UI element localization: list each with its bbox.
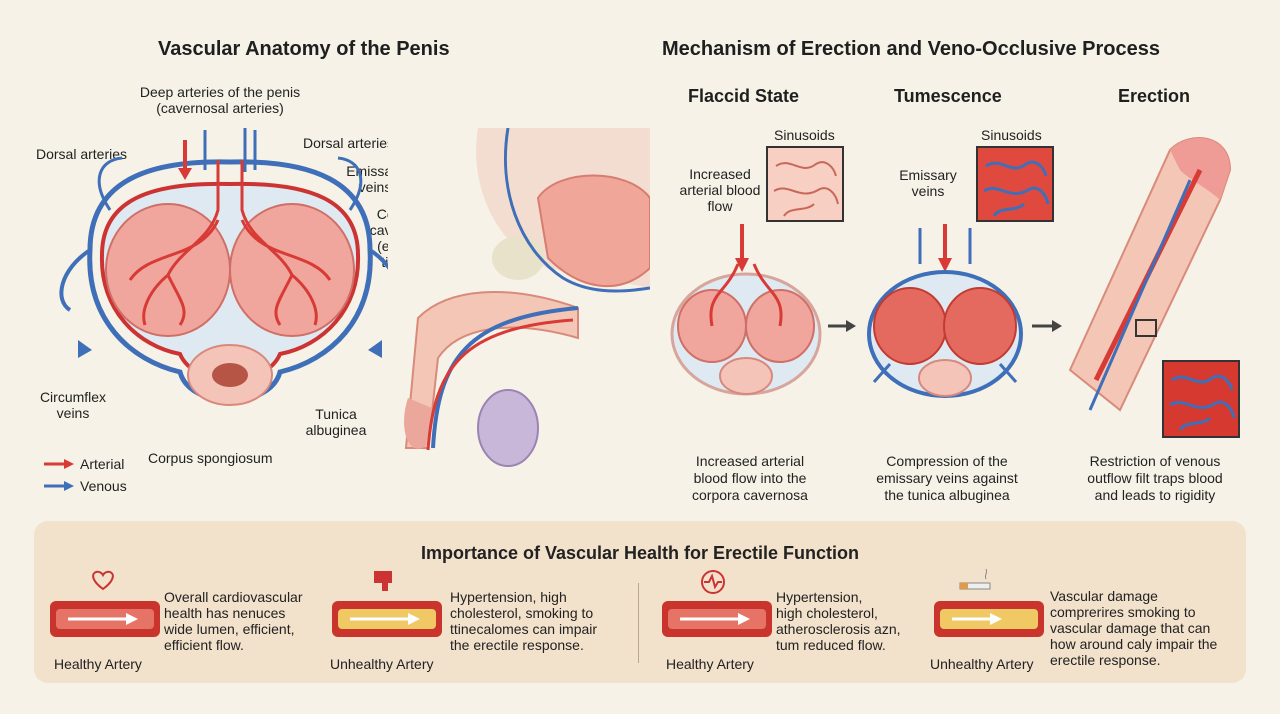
- item-1-label: Healthy Artery: [54, 656, 142, 672]
- outer-venous-ring: [87, 159, 373, 403]
- mechanism-title: Mechanism of Erection and Veno-Occlusive…: [662, 38, 1160, 60]
- anatomy-title: Vascular Anatomy of the Penis: [158, 38, 450, 60]
- bladder: [536, 174, 650, 288]
- penile-shaft: [404, 290, 579, 449]
- dorsal-vein: [431, 306, 579, 449]
- item-4-label: Unhealthy Artery: [930, 656, 1034, 672]
- urethra: [212, 363, 248, 387]
- stage-arrow-1: [828, 320, 856, 332]
- stage-arrow-2: [1032, 320, 1062, 332]
- prostate: [492, 236, 544, 280]
- item-2-text: Hypertension, high cholesterol, smoking …: [450, 589, 598, 653]
- erect-penis-diagram: [1068, 137, 1232, 412]
- stage-title-erection: Erection: [1118, 86, 1191, 106]
- sinusoids-inset-erection: [1162, 360, 1240, 438]
- dorsal-artery: [426, 318, 574, 451]
- cross-section-diagram: [59, 128, 401, 406]
- caption-erection: Restriction of venous outflow filt traps…: [1087, 453, 1223, 503]
- dorsal-arteries-left-label: Dorsal arteries: [36, 146, 128, 162]
- stage-title-tumescence: Tumescence: [894, 86, 1002, 106]
- caption-flaccid: Increased arterial blood flow into the c…: [692, 453, 808, 503]
- item-3-label: Healthy Artery: [666, 656, 754, 672]
- sinusoids-label-1: Sinusoids: [774, 127, 835, 143]
- tunica-albuginea-label: Tunica albuginea: [305, 406, 367, 438]
- tumescence-cross-section: [867, 224, 1023, 398]
- healthy-artery-icon-2: [662, 601, 772, 637]
- item-4-text: Vascular damage comprerires smoking to v…: [1050, 588, 1218, 668]
- increased-flow-label: Increased arterial blood flow: [679, 166, 761, 214]
- healthy-artery-icon-1: [50, 601, 160, 637]
- panel-divider: [638, 583, 639, 663]
- sinusoids-inset-flaccid: [766, 146, 844, 222]
- item-2-label: Unhealthy Artery: [330, 656, 434, 672]
- corpus-spongiosum-label: Corpus spongiosum: [148, 450, 273, 466]
- thumbs-down-icon: [374, 571, 392, 591]
- caption-tumescence: Compression of the emissary veins agains…: [876, 453, 1018, 503]
- flaccid-cross-section: [670, 224, 822, 396]
- deep-artery-right: [240, 160, 332, 326]
- stage-title-flaccid: Flaccid State: [688, 86, 800, 106]
- legend: Arterial Venous: [44, 456, 127, 494]
- unhealthy-artery-icon-2: [934, 601, 1044, 637]
- circumflex-veins-label: Circumflex veins: [39, 389, 107, 421]
- heart-icon: [92, 570, 114, 591]
- venous-arrow-icon: [44, 481, 74, 491]
- testis: [477, 389, 539, 467]
- panel-title: Importance of Vascular Health for Erecti…: [420, 543, 860, 563]
- emissary-veins-label-2: Emissary veins: [899, 167, 957, 199]
- deep-arteries-label: Deep arteries of the penis (cavernosal a…: [139, 84, 301, 116]
- item-3-text: Hypertension, high cholesterol, atherosc…: [776, 589, 901, 653]
- legend-arterial: Arterial: [44, 456, 127, 472]
- glans: [404, 398, 432, 449]
- cigarette-icon: [959, 568, 991, 590]
- deep-artery-left: [128, 160, 220, 326]
- item-1-text: Overall cardiovascular health has nenuce…: [164, 589, 303, 653]
- vascular-health-panel: Importance of Vascular Health for Erecti…: [34, 521, 1246, 683]
- legend-venous: Venous: [44, 478, 127, 494]
- sinusoids-inset-tumescence: [976, 146, 1054, 222]
- sagittal-diagram: [388, 128, 650, 478]
- sinusoids-label-2: Sinusoids: [981, 127, 1042, 143]
- corpus-cavernosum-right: [229, 203, 355, 337]
- dorsal-arteries-right-label: Dorsal arteries: [303, 135, 395, 151]
- unhealthy-artery-icon-1: [332, 601, 442, 637]
- heartbeat-icon: [701, 570, 725, 594]
- arterial-arrow-icon: [44, 459, 74, 469]
